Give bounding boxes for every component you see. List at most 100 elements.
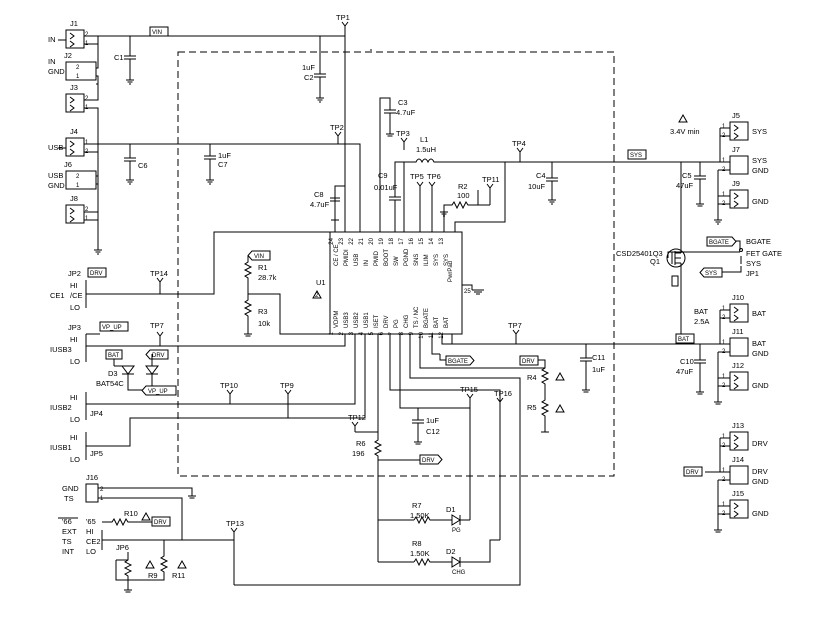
testpoint-tp3: TP3 xyxy=(396,129,410,150)
svg-text:13: 13 xyxy=(439,237,445,244)
testpoint-tp10: TP10 xyxy=(220,381,238,404)
svg-text:TP3: TP3 xyxy=(396,129,410,138)
svg-text:GND: GND xyxy=(752,197,769,206)
svg-text:14: 14 xyxy=(429,237,435,244)
testpoint-tp8: TP7 xyxy=(508,321,522,344)
j1-ref: J1 xyxy=(70,19,78,28)
connector-j11: J11 BAT GND 1 2 xyxy=(722,327,769,358)
resistor-r7: R7 1.50K xyxy=(410,501,452,525)
svg-text:1.50K: 1.50K xyxy=(410,549,430,558)
svg-text:23: 23 xyxy=(339,237,345,244)
svg-text:GND: GND xyxy=(62,484,79,493)
svg-text:17: 17 xyxy=(399,237,405,244)
svg-text:IUSB3: IUSB3 xyxy=(50,345,72,354)
svg-text:7: 7 xyxy=(389,331,395,335)
svg-text:J4: J4 xyxy=(70,127,78,136)
svg-text:BAT54C: BAT54C xyxy=(96,379,124,388)
svg-text:J3: J3 xyxy=(70,83,78,92)
svg-text:ISET: ISET xyxy=(374,314,380,328)
cap-c3: C3 4.7uF xyxy=(379,97,416,232)
svg-text:0.01uF: 0.01uF xyxy=(374,183,398,192)
svg-text:1: 1 xyxy=(722,468,726,474)
svg-text:10: 10 xyxy=(419,331,425,338)
testpoint-tp6: TP6 xyxy=(427,172,441,232)
svg-text:28.7k: 28.7k xyxy=(258,273,277,282)
cap-c2: 1uF C2 xyxy=(302,36,326,103)
svg-text:DRV: DRV xyxy=(752,467,768,476)
svg-text:TP14: TP14 xyxy=(150,269,168,278)
svg-text:2: 2 xyxy=(85,96,89,102)
connector-j14: J14 DRV GND 1 2 xyxy=(722,455,769,486)
svg-text:CHG: CHG xyxy=(452,570,466,576)
led-d1: D1 PG xyxy=(446,505,470,534)
svg-text:SYS: SYS xyxy=(434,254,440,266)
resistor-r9: R9 xyxy=(115,552,158,593)
svg-text:R9: R9 xyxy=(148,571,158,580)
svg-text:1: 1 xyxy=(722,502,726,508)
svg-text:ILIM: ILIM xyxy=(424,254,430,266)
svg-text:HI: HI xyxy=(70,335,78,344)
svg-text:USB: USB xyxy=(354,254,360,266)
svg-text:C5: C5 xyxy=(682,171,692,180)
svg-text:1: 1 xyxy=(76,183,80,189)
net-tag-sys: SYS xyxy=(627,149,647,160)
net-tag-bgate-ic: BGATE xyxy=(445,355,475,366)
svg-text:R2: R2 xyxy=(458,182,468,191)
svg-text:2: 2 xyxy=(76,174,80,180)
svg-text:GND: GND xyxy=(752,381,769,390)
j1-label: IN xyxy=(48,35,56,44)
mosfet-q1: CSD25401Q3 Q1 xyxy=(616,162,686,344)
svg-text:VP_UP: VP_UP xyxy=(148,389,168,395)
ic-pin-9: TS / NC9 xyxy=(409,306,420,335)
svg-text:INT: INT xyxy=(62,547,75,556)
svg-text:J13: J13 xyxy=(732,421,744,430)
svg-text:GND: GND xyxy=(48,181,65,190)
svg-text:J16: J16 xyxy=(86,473,98,482)
testpoint-tp12: TP11 xyxy=(478,175,499,206)
svg-text:J6: J6 xyxy=(64,160,72,169)
svg-text:R5: R5 xyxy=(527,403,537,412)
svg-text:4.7uF: 4.7uF xyxy=(396,108,416,117)
svg-text:TP9: TP9 xyxy=(280,381,294,390)
svg-text:DRV: DRV xyxy=(152,353,165,359)
testpoint-tp11: TP12 xyxy=(348,413,378,433)
svg-text:4: 4 xyxy=(359,331,365,335)
led-d2: D2 CHG xyxy=(446,539,500,576)
svg-text:D1: D1 xyxy=(446,505,456,514)
svg-text:IN: IN xyxy=(48,57,56,66)
svg-text:PMID: PMID xyxy=(374,250,380,266)
svg-text:IN: IN xyxy=(364,260,370,266)
resistor-r6: R6 196 xyxy=(352,334,420,461)
svg-text:TP2: TP2 xyxy=(330,123,344,132)
connector-j7: J7 SYS GND 1 2 xyxy=(722,145,769,175)
net-tag-sys-q1: SYS xyxy=(699,267,723,278)
svg-text:21: 21 xyxy=(359,237,365,244)
svg-text:PG: PG xyxy=(394,319,400,328)
svg-text:3: 3 xyxy=(349,331,355,335)
jumper-jp3: JP3 VP_UP HI IUSB3 LO xyxy=(50,321,346,366)
net-tag-bat: BAT xyxy=(675,333,695,344)
connector-j16: J16 GND TS 2 1 xyxy=(62,473,234,541)
jumper-jp4: HI IUSB2 LO JP4 xyxy=(50,334,356,424)
connector-j2: J2 IN GND 2 1 xyxy=(48,51,97,81)
svg-text:15: 15 xyxy=(419,237,425,244)
svg-text:1: 1 xyxy=(722,434,726,440)
inductor-l1: L1 1.5uH xyxy=(403,135,720,232)
svg-text:J9: J9 xyxy=(732,179,740,188)
jp1-label: JP1 xyxy=(746,269,759,278)
svg-text:JP2: JP2 xyxy=(68,269,81,278)
svg-text:LO: LO xyxy=(86,547,96,556)
svg-text:CE1: CE1 xyxy=(50,291,65,300)
svg-text:2: 2 xyxy=(100,487,104,493)
connector-j3: J3 2 1 xyxy=(65,83,89,113)
net-tag-drv-r4: DRV xyxy=(519,355,539,366)
svg-text:CE2: CE2 xyxy=(86,537,101,546)
svg-text:18: 18 xyxy=(389,237,395,244)
resistor-r3: R3 10k xyxy=(243,294,270,337)
svg-text:DRV: DRV xyxy=(90,271,103,277)
